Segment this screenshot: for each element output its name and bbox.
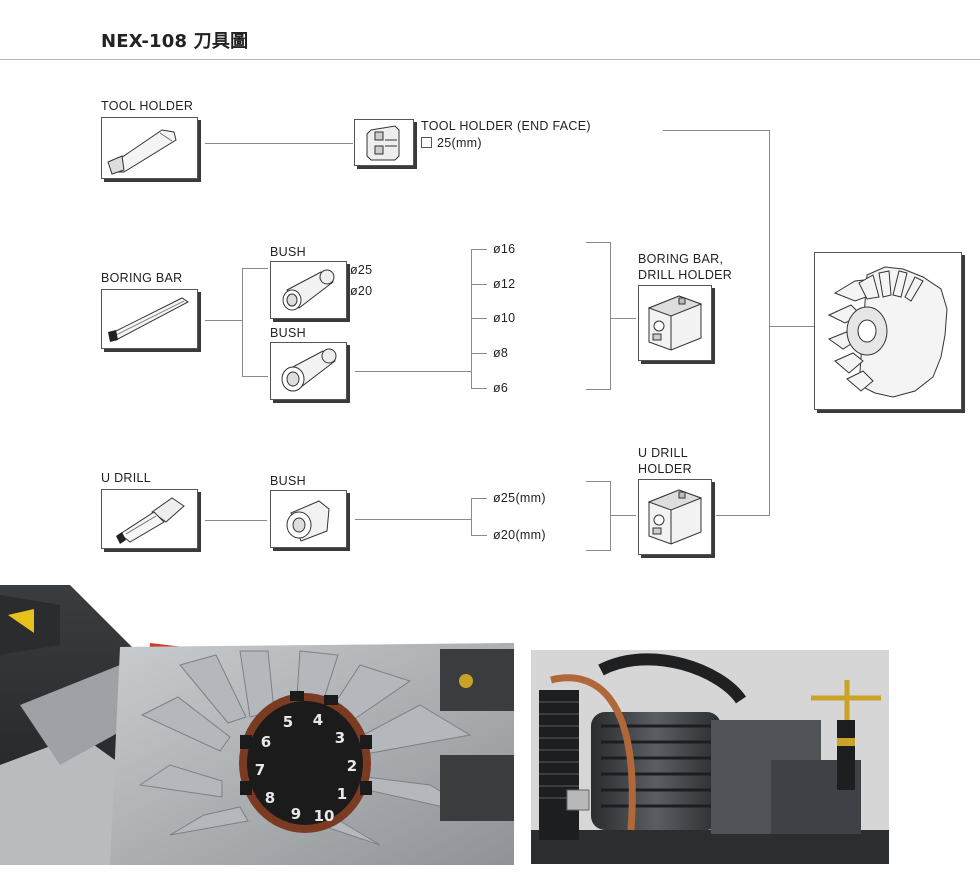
header-divider — [0, 59, 980, 60]
bush-1-diameter-2: ø20 — [350, 284, 373, 298]
station-number: 3 — [335, 729, 345, 747]
bush-2-label: BUSH — [270, 326, 306, 340]
boring-bar-label: BORING BAR — [101, 271, 183, 285]
bush-2-image — [270, 342, 347, 400]
station-number: 9 — [291, 805, 301, 823]
boring-bar-holder-image — [638, 285, 712, 361]
bush-3-label: BUSH — [270, 474, 306, 488]
u-drill-holder-image — [638, 479, 712, 555]
bush-1-label: BUSH — [270, 245, 306, 259]
u-drill-diameter-label: ø25(mm) — [493, 491, 546, 505]
page-title: NEX-108 刀具圖 — [101, 31, 249, 52]
diameter-label: ø8 — [493, 346, 509, 360]
u-drill-diameter-label: ø20(mm) — [493, 528, 546, 542]
tool-holder-image — [101, 117, 198, 179]
diameter-label: ø10 — [493, 311, 516, 325]
boring-bar-holder-label-1: BORING BAR, — [638, 252, 724, 266]
square-icon — [421, 137, 432, 148]
end-face-size: 25(mm) — [421, 136, 482, 150]
hydraulic-unit-photo — [531, 650, 889, 864]
tool-holder-label: TOOL HOLDER — [101, 99, 194, 113]
end-face-holder-label: TOOL HOLDER (END FACE) — [421, 119, 591, 133]
boring-bar-holder-label-2: DRILL HOLDER — [638, 268, 733, 282]
u-drill-label: U DRILL — [101, 471, 152, 485]
diameter-label: ø6 — [493, 381, 509, 395]
boring-bar-image — [101, 289, 198, 349]
diameter-label: ø16 — [493, 242, 516, 256]
bush-1-diameter-1: ø25 — [350, 263, 373, 277]
station-number: 8 — [265, 789, 275, 807]
u-drill-holder-label-1: U DRILL — [638, 446, 689, 460]
station-number: 10 — [314, 807, 335, 825]
diameter-label: ø12 — [493, 277, 516, 291]
turret-photo: 5 4 3 2 1 10 9 8 7 6 — [0, 585, 514, 865]
station-number: 6 — [261, 733, 271, 751]
end-face-holder-image — [354, 119, 414, 166]
station-number: 4 — [313, 711, 323, 729]
bush-3-image — [270, 490, 347, 548]
u-drill-image — [101, 489, 198, 549]
station-number: 1 — [337, 785, 347, 803]
bush-1-image — [270, 261, 347, 319]
station-number: 5 — [283, 713, 293, 731]
turret-diagram-image — [814, 252, 962, 410]
station-number: 7 — [255, 761, 265, 779]
station-number: 2 — [347, 757, 357, 775]
u-drill-holder-label-2: HOLDER — [638, 462, 692, 476]
